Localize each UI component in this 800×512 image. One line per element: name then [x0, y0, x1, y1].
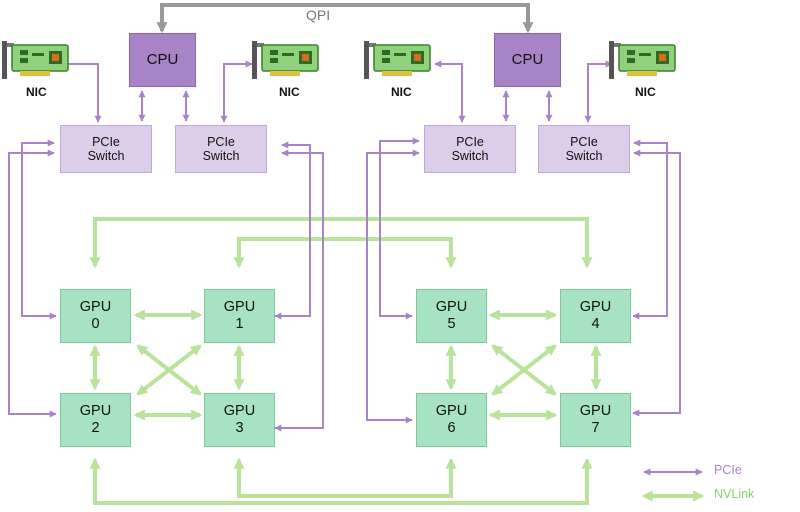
cpu-left: CPU — [129, 33, 196, 87]
pcie-links — [8, 60, 681, 432]
nic-label-3: NIC — [391, 85, 412, 99]
gpu-number: 6 — [447, 420, 456, 436]
gpu-7: GPU 7 — [560, 393, 631, 447]
gpu-number: 0 — [91, 316, 100, 332]
gpu-4: GPU 4 — [560, 289, 631, 343]
nic-card-icon — [2, 41, 69, 79]
nic-label-1: NIC — [26, 85, 47, 99]
gpu-number: 5 — [447, 316, 456, 332]
gpu-label: GPU — [435, 299, 468, 316]
pcie-switch-line2: Switch — [87, 149, 125, 163]
gpu-1: GPU 1 — [204, 289, 275, 343]
pcie-switch-4: PCIe Switch — [538, 125, 630, 173]
gpu-2: GPU 2 — [60, 393, 131, 447]
legend-pcie-label: PCIe — [714, 463, 742, 477]
nic-card-icon — [364, 41, 431, 79]
gpu-label: GPU — [79, 299, 112, 316]
pcie-switch-line2: Switch — [565, 149, 603, 163]
gpu-label: GPU — [579, 299, 612, 316]
nic-label-4: NIC — [635, 85, 656, 99]
gpu-label: GPU — [223, 299, 256, 316]
nic-card-icon — [609, 41, 676, 79]
gpu-label: GPU — [435, 403, 468, 420]
legend-lines — [641, 468, 705, 502]
gpu-0: GPU 0 — [60, 289, 131, 343]
gpu-number: 3 — [235, 420, 244, 436]
gpu-number: 4 — [591, 316, 600, 332]
cpu-right: CPU — [494, 33, 561, 87]
nvlink-right-cluster — [445, 309, 602, 421]
pcie-switch-line1: PCIe — [456, 134, 484, 149]
pcie-switch-3: PCIe Switch — [424, 125, 516, 173]
gpu-label: GPU — [223, 403, 256, 420]
pcie-switch-2: PCIe Switch — [175, 125, 267, 173]
pcie-switch-line2: Switch — [202, 149, 240, 163]
qpi-link — [156, 3, 534, 34]
nvlink-long-links — [89, 217, 593, 505]
gpu-label: GPU — [79, 403, 112, 420]
gpu-3: GPU 3 — [204, 393, 275, 447]
pcie-switch-line1: PCIe — [207, 134, 235, 149]
nic-card-icon — [252, 41, 319, 79]
pcie-switch-line2: Switch — [451, 149, 489, 163]
gpu-label: GPU — [579, 403, 612, 420]
gpu-number: 7 — [591, 420, 600, 436]
pcie-switch-line1: PCIe — [92, 134, 120, 149]
gpu-6: GPU 6 — [416, 393, 487, 447]
nic-label-2: NIC — [279, 85, 300, 99]
qpi-label: QPI — [306, 7, 331, 23]
nvlink-left-cluster — [89, 309, 245, 421]
gpu-number: 2 — [91, 420, 100, 436]
pcie-switch-1: PCIe Switch — [60, 125, 152, 173]
gpu-number: 1 — [235, 316, 244, 332]
legend-nvlink-label: NVLink — [714, 487, 755, 501]
pcie-switch-line1: PCIe — [570, 134, 598, 149]
gpu-5: GPU 5 — [416, 289, 487, 343]
